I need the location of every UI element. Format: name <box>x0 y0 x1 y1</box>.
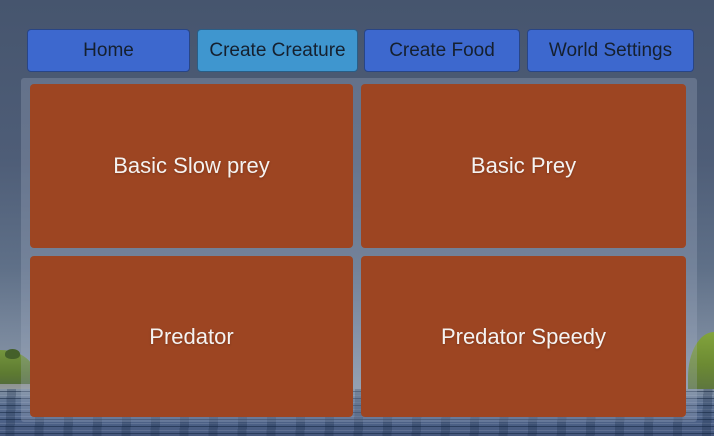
tree-icon <box>5 349 20 359</box>
tab-home[interactable]: Home <box>27 29 190 72</box>
tab-create-creature-label: Create Creature <box>209 40 346 61</box>
spawn-predator-button[interactable]: Predator <box>30 256 353 417</box>
spawn-basic-prey-button[interactable]: Basic Prey <box>361 84 686 248</box>
spawn-predator-label: Predator <box>149 323 234 349</box>
spawn-basic-slow-prey-label: Basic Slow prey <box>113 153 270 178</box>
tab-world-settings-label: World Settings <box>548 40 673 61</box>
spawn-basic-prey-label: Basic Prey <box>470 153 577 178</box>
tab-create-food-label: Create Food <box>389 40 495 61</box>
spawn-basic-slow-prey-button[interactable]: Basic Slow prey <box>30 84 353 248</box>
spawn-predator-speedy-label: Predator Speedy <box>440 323 607 349</box>
tab-world-settings[interactable]: World Settings <box>527 29 694 72</box>
tab-create-food[interactable]: Create Food <box>364 29 520 72</box>
tab-create-creature[interactable]: Create Creature <box>197 29 358 72</box>
tab-home-label: Home <box>83 40 134 61</box>
spawn-predator-speedy-button[interactable]: Predator Speedy <box>361 256 686 417</box>
